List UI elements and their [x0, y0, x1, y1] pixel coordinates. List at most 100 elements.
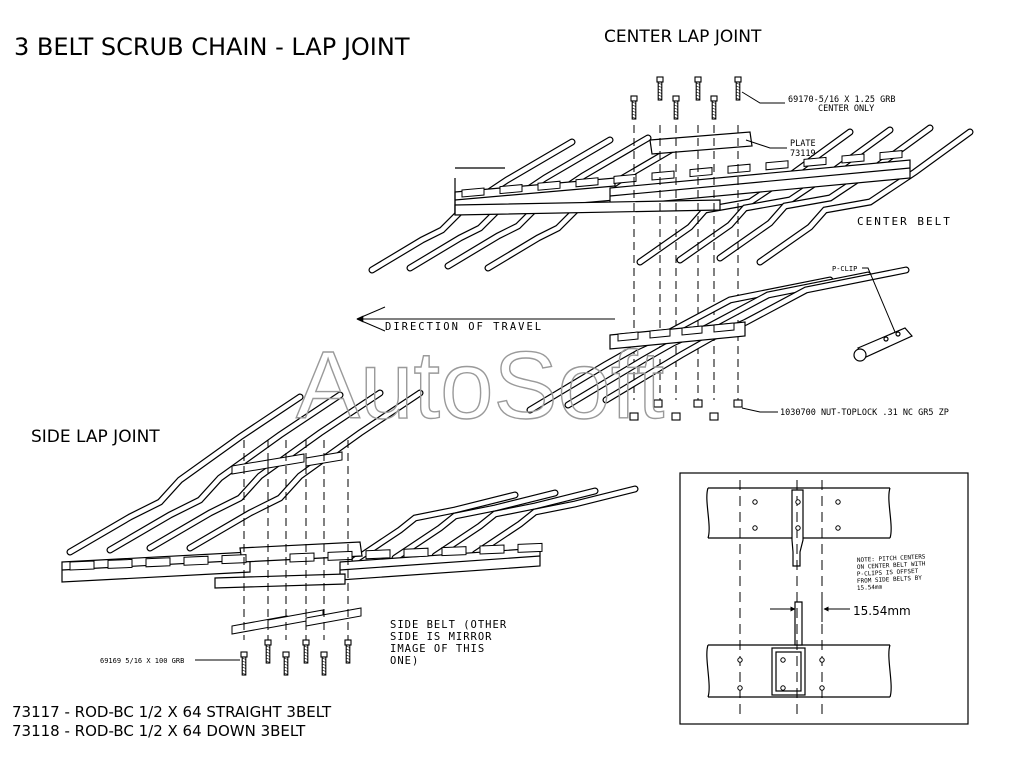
detail-holes [737, 499, 841, 691]
center-lap-joint-heading: CENTER LAP JOINT [604, 27, 762, 47]
side-bolt-6-thread [346, 651, 350, 654]
plate-leader [745, 139, 787, 149]
side-bolt-5-shank [321, 656, 327, 676]
center-tab-7 [689, 167, 713, 178]
center-lap-joint-assembly [368, 124, 974, 274]
side-bolt-6-thread [346, 645, 350, 648]
side-bolt-1-thread [242, 657, 246, 660]
side-bolt-6-thread [346, 654, 350, 657]
detail-hole-8 [737, 685, 743, 691]
center-link-tabs [461, 150, 903, 198]
side-bolt-1-thread [242, 669, 246, 672]
nut-1 [629, 412, 639, 421]
side-bolt-4-thread [304, 654, 308, 657]
p-clip-leader [862, 267, 896, 333]
center-tab-8 [727, 163, 751, 174]
nut-leader [741, 407, 778, 413]
side-tab-7 [327, 550, 353, 561]
center-bolt-2-head [656, 76, 664, 83]
center-bolt-6-thread [736, 88, 740, 91]
side-bolt-1-thread [242, 672, 246, 675]
side-bolt-3-thread [284, 663, 288, 666]
pitch-note-line-2: ON CENTER BELT WITH [857, 560, 926, 571]
detail-hole-2 [752, 525, 758, 531]
center-belt-label: CENTER BELT [857, 215, 952, 228]
center-bolt-6-thread [736, 91, 740, 94]
side-belt-label-4: ONE) [390, 655, 419, 667]
center-bolt-5-thread [712, 116, 716, 119]
side-bolts [240, 639, 352, 676]
center-tab-3 [537, 180, 561, 191]
center-right-rod-3 [717, 125, 933, 261]
side-bolt-3-thread [284, 660, 288, 663]
lower-tab-3 [681, 325, 703, 336]
side-bolt-2-thread [266, 645, 270, 648]
side-bolt-1-shank [241, 656, 247, 676]
center-bolt-2-thread [658, 88, 662, 91]
center-tab-2 [499, 184, 523, 195]
center-bolt-1-thread [632, 113, 636, 116]
center-bolt-6-thread [736, 82, 740, 85]
side-rods-right [351, 485, 639, 564]
side-bolt-3-thread [284, 657, 288, 660]
side-left-rod-4 [187, 390, 423, 551]
side-bolt-2-shank [265, 644, 271, 664]
center-bolt-4-thread [696, 85, 700, 88]
side-lap-joint-assembly [61, 389, 639, 635]
detail-hole-10 [819, 685, 825, 691]
bolt-center-label: 69170-5/16 X 1.25 GRB [788, 95, 895, 105]
lower-tab-4 [713, 322, 735, 333]
center-bolt-4-thread [696, 91, 700, 94]
center-bolt-4-thread [696, 82, 700, 85]
center-bolt-2-thread [658, 82, 662, 85]
side-bolt-5-thread [322, 669, 326, 672]
detail-p-clip-bottom [794, 601, 803, 646]
side-bolt-5-thread [322, 657, 326, 660]
detail-hole-11 [780, 657, 786, 663]
side-tab-11 [479, 544, 505, 555]
detail-hole-6 [795, 525, 801, 531]
side-bolt-6-thread [346, 660, 350, 663]
center-bolts [630, 76, 742, 120]
nut-3 [671, 412, 681, 421]
center-bolt-1-thread [632, 110, 636, 113]
side-tab-8 [365, 549, 391, 560]
side-bolt-2-head [264, 639, 272, 646]
side-bolt-6-head [344, 639, 352, 646]
center-bolt-3-thread [674, 101, 678, 104]
center-bolt-4-head [694, 76, 702, 83]
center-bolt-3-head [672, 95, 680, 102]
side-bolt-5-head [320, 651, 328, 658]
center-bolt-2-thread [658, 97, 662, 100]
side-belt-label-2: SIDE IS MIRROR [390, 631, 493, 643]
plate-number-label: 73119 [790, 149, 816, 159]
detail-hole-12 [780, 685, 786, 691]
center-bolt-1-shank [631, 100, 637, 120]
side-tab-9 [403, 547, 429, 558]
center-bolt-4-thread [696, 94, 700, 97]
side-bolt-6-thread [346, 657, 350, 660]
side-bolt-4-shank [303, 644, 309, 664]
pitch-note-line-1: NOTE: PITCH CENTERS [857, 553, 926, 564]
plate-73119 [649, 131, 753, 155]
side-tab-10 [441, 546, 467, 557]
center-bolt-1-thread [632, 101, 636, 104]
center-bolt-6-thread [736, 85, 740, 88]
center-tab-1 [461, 187, 485, 198]
center-bolt-6-thread [736, 94, 740, 97]
center-right-rod-2 [677, 127, 893, 263]
side-right-rod-4 [472, 486, 638, 557]
side-alignment-lines [243, 440, 349, 640]
center-bolt-1-thread [632, 107, 636, 110]
center-bolt-1-thread [632, 104, 636, 107]
center-left-rod-1 [369, 139, 575, 273]
direction-of-travel-label: DIRECTION OF TRAVEL [385, 321, 543, 333]
plate-label: PLATE [790, 139, 816, 149]
center-tab-9 [765, 160, 789, 171]
side-tab-3 [145, 557, 171, 568]
side-bolt-5-thread [322, 666, 326, 669]
center-bolt-6-shank [735, 81, 741, 101]
side-bolt-5-thread [322, 663, 326, 666]
center-left-rod-3 [445, 135, 651, 269]
pitch-note-line-5: 15.54mm [857, 584, 883, 592]
